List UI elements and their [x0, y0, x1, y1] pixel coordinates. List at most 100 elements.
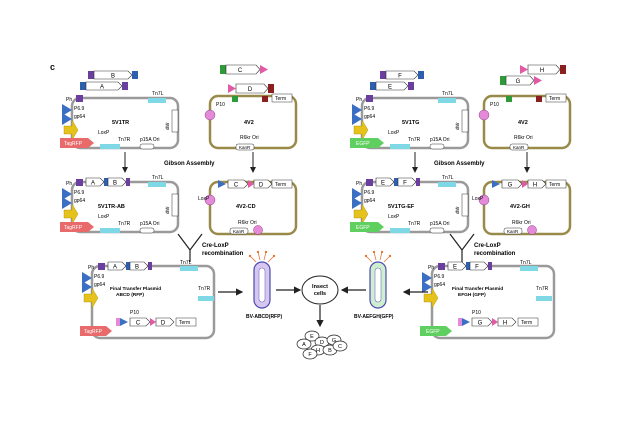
p15a-ori — [139, 227, 155, 234]
gene-arrow-g — [471, 317, 493, 327]
green-site — [506, 96, 512, 102]
virus-spikes — [365, 251, 391, 263]
junction — [488, 262, 492, 270]
plasmid-5v1tr-ab: Ph A B 5V1TR-AB P6.9 gp64 TagRFP LoxP Tn… — [60, 175, 180, 234]
term-label: Term — [521, 320, 532, 326]
fragment-end — [268, 84, 274, 93]
p69-label: P6.9 — [364, 190, 375, 196]
gene-label: E — [381, 181, 385, 187]
fragment-h-top: H — [520, 64, 566, 75]
term-label: Term — [275, 182, 286, 188]
gene-arrow-f — [397, 177, 417, 187]
gold-arrow — [63, 203, 79, 225]
y-branch — [449, 233, 475, 251]
p15a-label: p15A Ori — [140, 221, 159, 227]
p15a-label: p15A Ori — [430, 221, 449, 227]
gene-label: E — [388, 85, 392, 91]
fragment-d-top: D — [228, 83, 274, 94]
loxp-site — [478, 194, 490, 206]
kanr-label: KanR — [507, 229, 519, 234]
loxp-site — [204, 109, 216, 121]
ph-label: Ph — [66, 97, 72, 103]
tn7r-label: Tn7R — [408, 221, 421, 227]
tn7r-site — [100, 228, 120, 233]
plasmid-5v1tr: 5V1TR Ph P6.9 gp64 TagRFP LoxP Tn7R p15A… — [60, 91, 180, 150]
virus-spike-tips — [248, 250, 276, 258]
tn7r-label: Tn7R — [118, 137, 131, 143]
tn7r-site — [198, 296, 214, 301]
p15a-label: p15A Ori — [430, 137, 449, 143]
gene-arrow — [375, 81, 409, 91]
plasmid-name: 5V1TG-EF — [388, 204, 415, 210]
loxp-mark — [458, 318, 462, 326]
complex-subunit-label: B — [328, 348, 332, 354]
gene-arrow-b — [129, 261, 149, 271]
tn7l-site — [520, 266, 538, 271]
fragment-end — [122, 82, 128, 90]
egfp-cassette — [420, 326, 452, 336]
dhfr-gene — [171, 109, 179, 133]
ph-site — [366, 95, 373, 102]
r6k-label: R6kr Ori — [240, 135, 259, 141]
gene-arrow-a — [107, 261, 127, 271]
fragment-end — [408, 82, 414, 90]
gp64-label: gp64 — [74, 198, 85, 204]
tn7r-label: Tn7R — [408, 137, 421, 143]
gene-arrow-c — [227, 179, 249, 189]
gene-label: C — [238, 68, 243, 74]
term-label: Term — [549, 182, 560, 188]
promoter-gp64 — [62, 113, 72, 125]
gene-label: H — [533, 183, 537, 189]
gene-arrow-h — [527, 179, 547, 189]
tn7l-label: Tn7L — [152, 91, 164, 97]
gene-arrow-d — [155, 317, 175, 327]
tn7l-label: Tn7L — [180, 260, 192, 266]
virus-core — [374, 267, 382, 303]
plasmid-backbone — [90, 264, 216, 340]
virus-core — [258, 267, 266, 303]
gp64-label: gp64 — [94, 282, 105, 288]
gold-arrow — [353, 203, 369, 225]
gene-arrow-b — [107, 177, 127, 187]
fragment-end — [220, 65, 226, 74]
kanr-gene — [503, 227, 523, 235]
gene-label: G — [508, 183, 513, 189]
promoter-gp64 — [352, 113, 362, 125]
gp64-label: gp64 — [364, 114, 375, 120]
junction — [394, 178, 398, 186]
tagrfp-label: TagRFP — [64, 225, 83, 231]
gold-arrow — [353, 119, 369, 141]
loxp-label: LoxP — [472, 196, 484, 202]
plasmid-4v2-right: 4V2 P10 Term R6kr Ori KanR — [478, 93, 572, 151]
gene-label: C — [136, 321, 141, 327]
term-block — [271, 93, 293, 103]
kanr-gene — [229, 227, 249, 235]
loxp-label: LoxP — [98, 214, 110, 220]
y-branch — [177, 233, 203, 251]
fragment-end — [80, 82, 86, 90]
fragment-end — [520, 65, 528, 74]
fragment-end — [418, 71, 424, 79]
ph-label: Ph — [66, 181, 72, 187]
plasmid-4v2-gh: LoxP G H Term 4V2-GH R6kr Ori KanR — [472, 179, 572, 236]
gene-arrow — [85, 81, 123, 91]
fragment-end — [500, 76, 506, 85]
complex-subunit-label: G — [332, 338, 336, 344]
kanr-gene — [509, 143, 529, 151]
panel-label: c — [50, 62, 55, 72]
ph-label: Ph — [356, 97, 362, 103]
gene-arrow-e — [447, 261, 467, 271]
loxp-site — [204, 194, 216, 206]
term-block — [271, 179, 293, 189]
cells-label-1: Insect — [312, 284, 328, 290]
tagrfp-cassette — [60, 222, 94, 232]
plasmid-backbone — [208, 180, 298, 236]
gene-label: B — [135, 265, 139, 271]
r6k-label: R6kr Ori — [514, 135, 533, 141]
complex-subunit-label: H — [316, 348, 320, 354]
p69-label: P6.9 — [364, 106, 375, 112]
egfp-label: EGFP — [356, 225, 370, 231]
complex-subunit-label: C — [338, 344, 342, 350]
baculovirus-gfp: BV-AEFGH(GFP) — [354, 250, 394, 320]
